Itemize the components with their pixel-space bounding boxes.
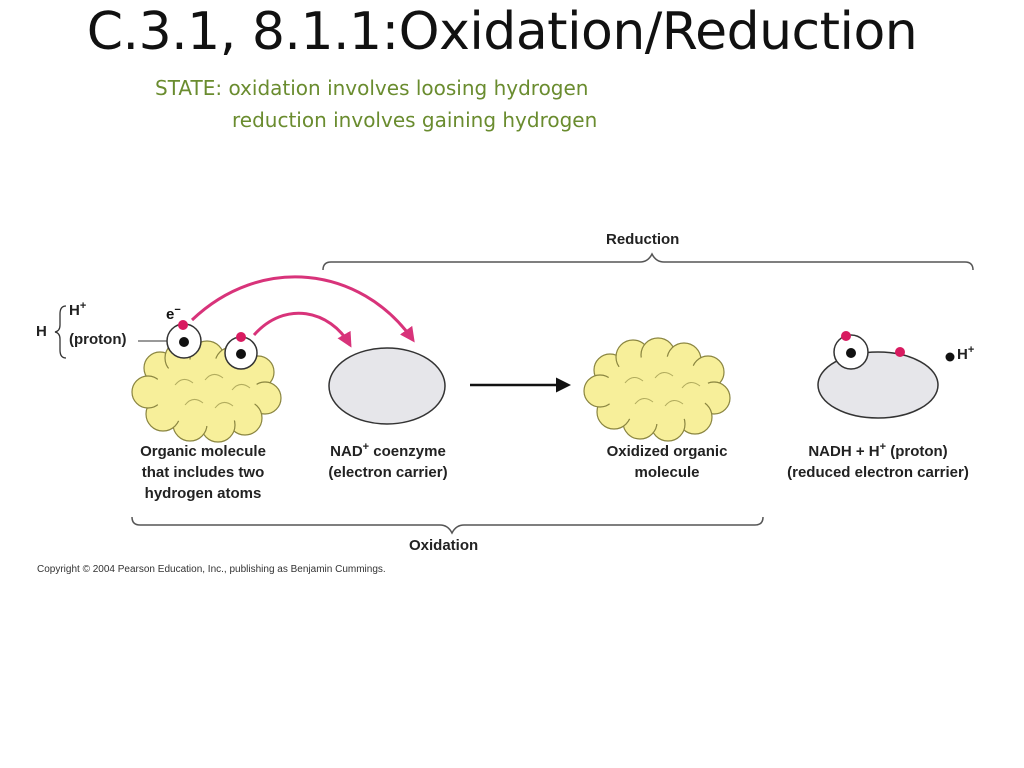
nadh-caption: NADH + H+ (proton) (reduced electron car… (787, 441, 969, 482)
nadh-electron-dot-2 (895, 347, 905, 357)
electron-label: e− (166, 304, 181, 324)
hydrogen-atom-2 (224, 332, 258, 370)
reduction-brace (322, 252, 974, 271)
nadh-electron-dot-1 (841, 331, 851, 341)
electron-dot-2 (236, 332, 246, 342)
statement-oxidation: STATE: oxidation involves loosing hydrog… (155, 76, 589, 100)
nadh-hydrogen-atom (833, 331, 869, 370)
electron-dot-1 (178, 320, 188, 330)
organic-molecule-cloud-texture (174, 374, 251, 409)
free-proton-label: H+ (957, 344, 975, 364)
hydrogen-bracket (54, 305, 67, 359)
organic-molecule-cloud (131, 340, 282, 443)
nad-coenzyme-shape (328, 347, 446, 425)
nad-coenzyme-caption: NAD+ coenzyme (electron carrier) (328, 441, 448, 482)
reduction-label: Reduction (606, 231, 680, 248)
organic-molecule-caption: Organic molecule that includes two hydro… (140, 443, 266, 502)
oxidized-molecule-cloud (583, 337, 731, 442)
free-proton-dot (945, 352, 955, 362)
oxidation-label: Oxidation (409, 537, 479, 554)
nadh-carrier-shape (817, 351, 939, 419)
hydrogen-label: H (36, 323, 47, 340)
copyright-notice: Copyright © 2004 Pearson Education, Inc.… (37, 564, 386, 575)
statement-reduction: reduction involves gaining hydrogen (232, 108, 598, 132)
proton-label: (proton) (69, 331, 127, 348)
hydrogen-atom-1 (166, 320, 202, 359)
oxidized-molecule-cloud-texture (624, 372, 701, 407)
oxidized-molecule-caption: Oxidized organic molecule (606, 443, 728, 481)
slide-title: C.3.1, 8.1.1:Oxidation/Reduction (86, 2, 918, 62)
h-plus-label: H+ (69, 300, 87, 320)
electron-transfer-arrow-outer (190, 275, 415, 343)
oxidation-brace (131, 516, 764, 535)
electron-transfer-arrow-inner (252, 311, 352, 348)
